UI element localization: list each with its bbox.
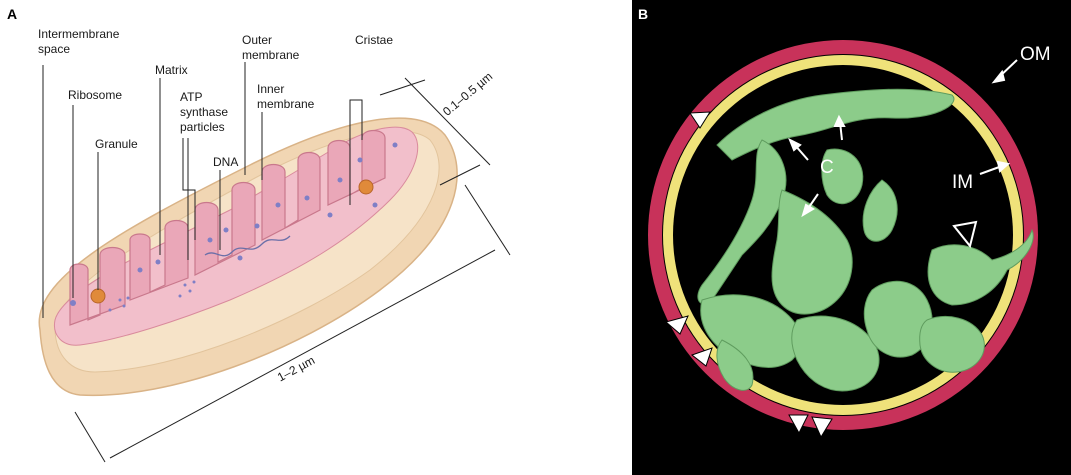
label-ribosome: Ribosome [68, 88, 122, 103]
label-intermembrane-space: Intermembrane space [38, 27, 119, 57]
label-inner-membrane: Inner membrane [257, 82, 314, 112]
panel-b-tomography-image: B [632, 0, 1071, 475]
label-c: C [820, 157, 834, 179]
label-om: OM [1020, 44, 1051, 66]
panel-b-letter: B [638, 6, 648, 22]
label-granule: Granule [95, 137, 138, 152]
granule-sphere-2 [359, 180, 373, 194]
label-im: IM [952, 172, 973, 194]
granule-sphere [91, 289, 105, 303]
panel-a-letter: A [7, 6, 17, 22]
label-matrix: Matrix [155, 63, 188, 78]
label-atp-synthase-particles: ATP synthase particles [180, 90, 228, 135]
label-cristae: Cristae [355, 33, 393, 48]
mitochondrion-illustration [0, 0, 625, 475]
mitochondrion-3d-reconstruction [632, 0, 1071, 475]
label-dna: DNA [213, 155, 238, 170]
label-outer-membrane: Outer membrane [242, 33, 299, 63]
panel-a-mitochondrion-diagram: A [0, 0, 625, 475]
